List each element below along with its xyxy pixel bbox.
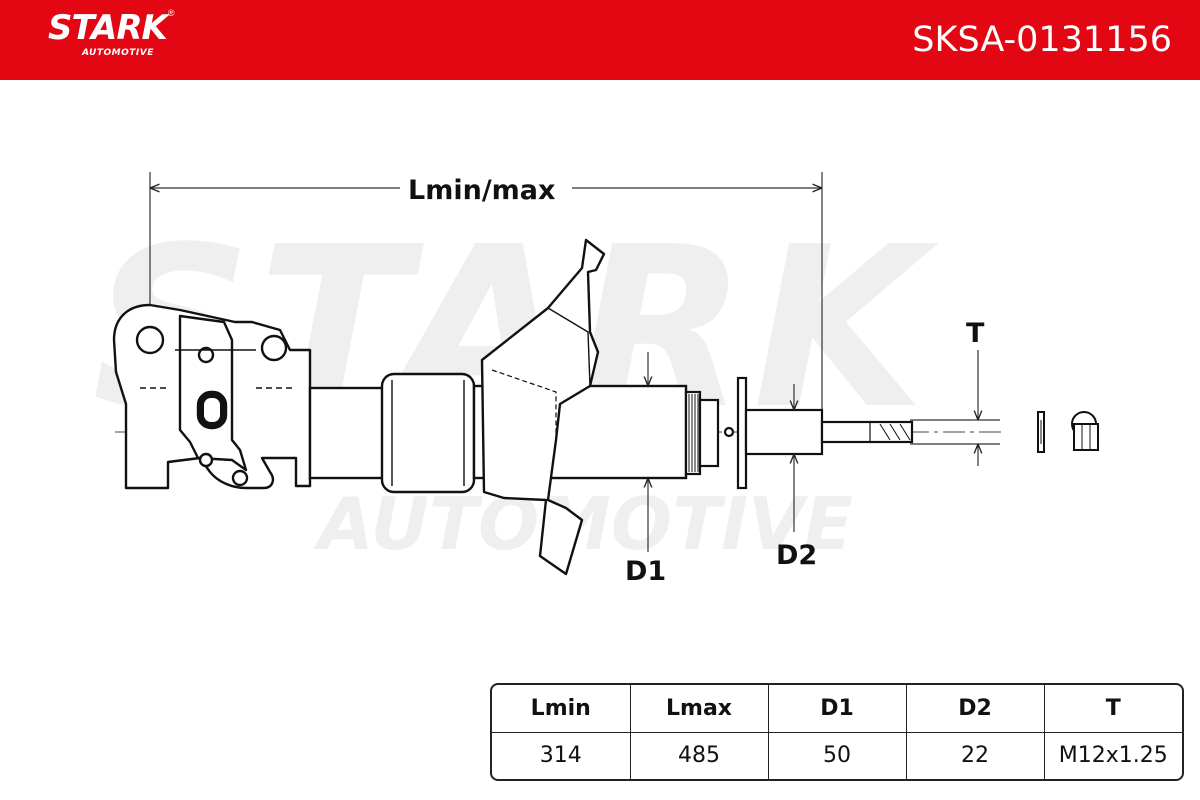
d2-label: D2: [776, 540, 818, 571]
d1-label: D1: [625, 556, 667, 587]
piston-rod: [744, 408, 914, 456]
spec-header-lmin: Lmin: [492, 685, 631, 733]
header-bar: STARK® AUTOMOTIVE SKSA-0131156: [0, 0, 1200, 80]
spec-value-t: M12x1.25: [1058, 743, 1168, 769]
length-label: Lmin/max: [408, 175, 556, 206]
spec-header-lmax: Lmax: [630, 685, 769, 733]
top-collar: [684, 376, 748, 490]
spec-header-row: Lmin Lmax D1 D2 T: [492, 685, 1182, 733]
spring-seat: [480, 238, 606, 576]
shock-absorber-drawing: [112, 172, 1099, 576]
brand-name: STARK: [48, 8, 168, 48]
spec-value-d2: 22: [906, 732, 1045, 779]
brand-logo: STARK® AUTOMOTIVE: [48, 8, 175, 58]
length-dimension: [149, 172, 823, 420]
nut: [1071, 411, 1099, 451]
spec-value-lmax: 485: [630, 732, 769, 779]
spec-header-d1: D1: [768, 685, 907, 733]
brand-tagline: AUTOMOTIVE: [82, 48, 154, 58]
thread-label: T: [966, 318, 985, 349]
watermark-sub: AUTOMOTIVE: [318, 482, 853, 566]
registered-mark: ®: [167, 8, 175, 18]
spec-value-d1: 50: [768, 732, 907, 779]
spec-table: Lmin Lmax D1 D2 T 314 485 50 22 M12x1.25: [490, 683, 1184, 781]
spec-value-lmin: 314: [492, 732, 631, 779]
spec-header-d2: D2: [906, 685, 1045, 733]
spec-value-row: 314 485 50 22 M12x1.25: [492, 732, 1182, 779]
mounting-bracket: [112, 303, 312, 490]
thread-dimension: [910, 350, 1000, 466]
spec-header-t: T: [1044, 685, 1182, 733]
part-number: SKSA-0131156: [912, 20, 1172, 60]
washer: [1037, 411, 1045, 453]
